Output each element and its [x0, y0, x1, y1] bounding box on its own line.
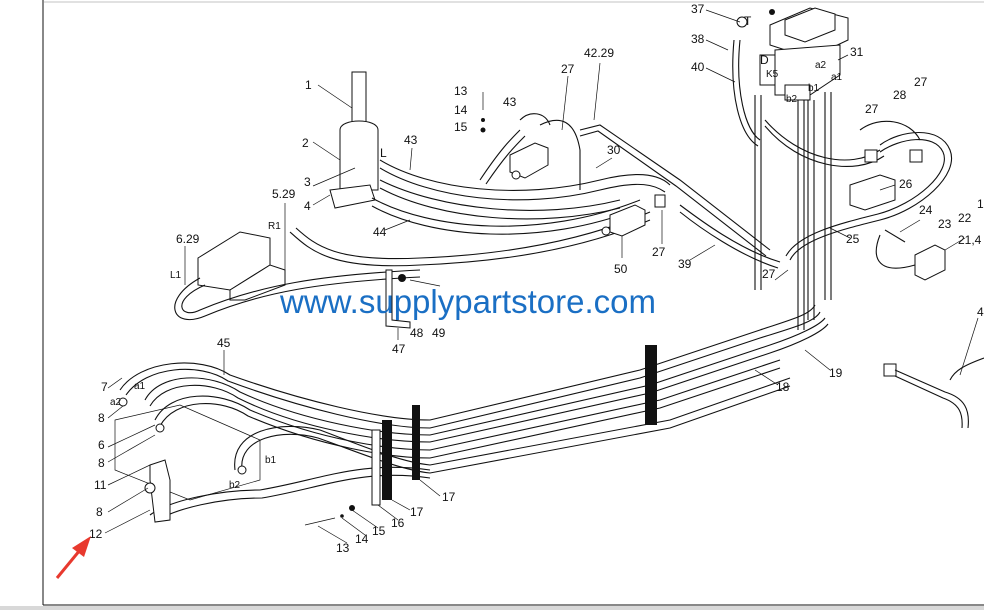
label-25: 25 [846, 232, 860, 246]
label-28: 28 [893, 88, 907, 102]
label-15: 15 [372, 524, 386, 538]
label-1-right: 1 [977, 197, 984, 211]
vertical-hoses [732, 39, 885, 330]
label-8-a: 8 [98, 411, 105, 425]
label-37: 37 [691, 2, 705, 16]
label-50: 50 [614, 262, 628, 276]
label-a2: a2 [110, 397, 122, 408]
label-4-right: 4 [977, 305, 984, 319]
label-13: 13 [336, 541, 350, 555]
label-R1: R1 [268, 221, 281, 232]
label-2: 2 [302, 136, 309, 150]
label-43: 43 [503, 95, 517, 109]
upper-hose-bundle [174, 113, 781, 321]
label-6-29: 6.29 [176, 232, 200, 246]
label-14: 14 [355, 532, 369, 546]
small-valves [480, 92, 666, 237]
label-19: 19 [829, 366, 843, 380]
label-30: 30 [607, 143, 621, 157]
label-L: L [380, 146, 387, 160]
label-15-top: 15 [454, 120, 468, 134]
label-a1: a1 [134, 381, 146, 392]
label-18: 18 [776, 380, 790, 394]
label-22: 22 [958, 211, 972, 225]
label-47: 47 [392, 342, 406, 356]
label-45: 45 [217, 336, 231, 350]
right-valves [785, 120, 953, 281]
hose-clamps [304, 345, 657, 526]
label-42-29: 42.29 [584, 46, 614, 60]
label-40: 40 [691, 60, 705, 74]
part-labels: 37 38 40 31 T D K5 a2 a1 b1 b2 42.29 27 … [89, 2, 984, 555]
loose-hose [883, 357, 984, 429]
bracket [385, 269, 441, 329]
label-b1-top: b1 [808, 83, 820, 94]
label-a2-top: a2 [815, 60, 827, 71]
red-arrow-icon [55, 536, 91, 579]
label-49: 49 [432, 326, 446, 340]
label-24: 24 [919, 203, 933, 217]
label-8-b: 8 [98, 456, 105, 470]
label-26: 26 [899, 177, 913, 191]
label-43-b: 43 [404, 133, 418, 147]
steering-column [329, 71, 379, 209]
label-38: 38 [691, 32, 705, 46]
label-7: 7 [101, 380, 108, 394]
diagram-border [42, 0, 984, 606]
label-48: 48 [410, 326, 424, 340]
label-4: 4 [304, 199, 311, 213]
label-1: 1 [305, 78, 312, 92]
label-27-c: 27 [914, 75, 928, 89]
label-27-b: 27 [865, 102, 879, 116]
label-D: D [760, 53, 769, 67]
label-5-29: 5.29 [272, 187, 296, 201]
label-12: 12 [89, 527, 103, 541]
label-27-e: 27 [762, 267, 776, 281]
label-17-a: 17 [442, 490, 456, 504]
label-L1: L1 [170, 270, 182, 281]
label-39: 39 [678, 257, 692, 271]
motor-block [197, 231, 286, 301]
label-14-top: 14 [454, 103, 468, 117]
label-8-c: 8 [96, 505, 103, 519]
label-44: 44 [373, 225, 387, 239]
label-b2-top: b2 [786, 94, 798, 105]
label-21-4: 21,4 [958, 233, 982, 247]
bottom-strip [0, 606, 984, 610]
label-13-top: 13 [454, 84, 468, 98]
label-6: 6 [98, 438, 105, 452]
label-27: 27 [561, 62, 575, 76]
label-23: 23 [938, 217, 952, 231]
label-b2: b2 [229, 480, 241, 491]
label-3: 3 [304, 175, 311, 189]
label-b1: b1 [265, 455, 277, 466]
label-31: 31 [850, 45, 864, 59]
label-a1-top: a1 [831, 72, 843, 83]
label-16: 16 [391, 516, 405, 530]
label-17-b: 17 [410, 505, 424, 519]
label-11: 11 [94, 478, 107, 492]
leader-lines [104, 9, 979, 544]
watermark-text: www.supplypartstore.com [279, 283, 656, 320]
label-K5: K5 [766, 69, 779, 80]
label-T: T [744, 14, 752, 28]
control-valve-block [736, 7, 849, 101]
label-27-d: 27 [652, 245, 666, 259]
lower-valve-block [114, 397, 261, 523]
